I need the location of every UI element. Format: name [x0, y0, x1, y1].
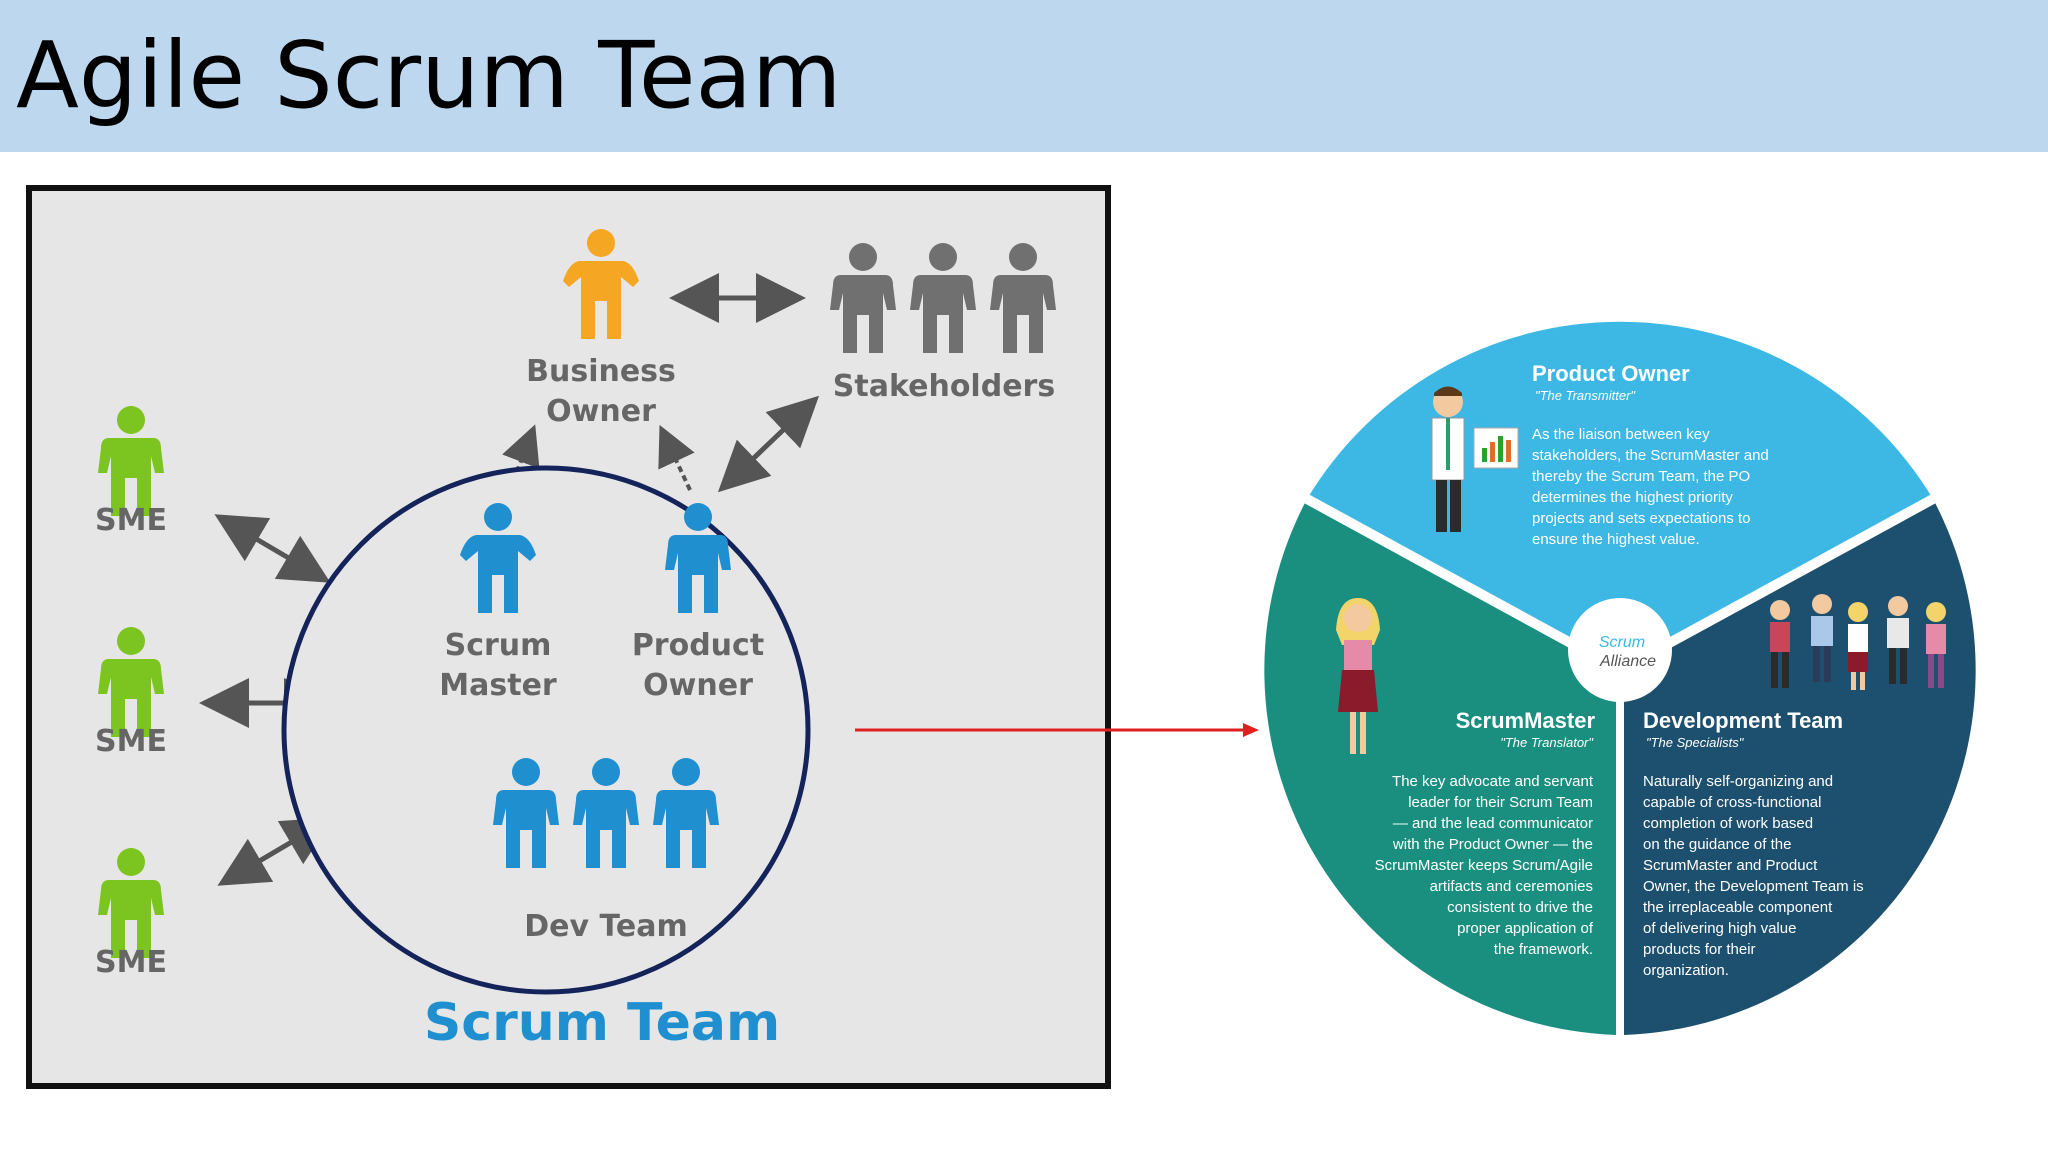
- dt-description: Naturally self-organizing and capable of…: [1643, 773, 1864, 979]
- scrum-master-label-1: Scrum: [445, 628, 552, 663]
- scrum-alliance-logo: [1568, 598, 1672, 702]
- arrow-sme1: [214, 514, 331, 583]
- sm-title: ScrumMaster: [1456, 708, 1596, 733]
- dt-title: Development Team: [1643, 708, 1843, 733]
- dt-line-1: Naturally self-organizing and: [1643, 773, 1833, 790]
- po-line-1: As the liaison between key: [1532, 426, 1710, 443]
- product-owner-label-2: Owner: [643, 668, 753, 703]
- sm-line-9: the framework.: [1494, 941, 1593, 958]
- page-title: Agile Scrum Team: [16, 22, 842, 129]
- scrum-team-diagram: Business Owner Stakeholders SME SME SME …: [26, 185, 1111, 1089]
- sm-line-6: artifacts and ceremonies: [1430, 878, 1593, 895]
- divider-right: [1617, 494, 1936, 675]
- po-subtitle: "The Transmitter": [1535, 388, 1636, 403]
- business-owner-label-2: Owner: [546, 394, 656, 429]
- connector-arrow: [855, 723, 1259, 737]
- dev-team-characters: [1770, 594, 1946, 690]
- dt-line-4: on the guidance of the: [1643, 836, 1791, 853]
- stakeholders-label: Stakeholders: [833, 369, 1055, 404]
- po-line-6: ensure the highest value.: [1532, 531, 1700, 548]
- po-title: Product Owner: [1532, 361, 1690, 386]
- dt-line-2: capable of cross-functional: [1643, 794, 1821, 811]
- sm-line-4: with the Product Owner — the: [1392, 836, 1593, 853]
- sm-line-8: proper application of: [1457, 920, 1594, 937]
- dt-line-10: organization.: [1643, 962, 1729, 979]
- sme-label-3: SME: [95, 945, 167, 980]
- sm-description: The key advocate and servant leader for …: [1375, 773, 1594, 958]
- po-description: As the liaison between key stakeholders,…: [1532, 426, 1769, 548]
- arrow-sme3: [217, 817, 334, 886]
- po-line-4: determines the highest priority: [1532, 489, 1733, 506]
- scrum-roles-wheel: Scrum Alliance Product Owner "The Transm…: [1264, 321, 1976, 1040]
- dt-line-6: Owner, the Development Team is: [1643, 878, 1864, 895]
- arrow-stakeholders-team: [717, 395, 820, 493]
- title-bar: Agile Scrum Team: [0, 0, 2048, 152]
- po-line-2: stakeholders, the ScrumMaster and: [1532, 447, 1769, 464]
- logo-text-2: Alliance: [1599, 653, 1656, 670]
- sme-label-1: SME: [95, 503, 167, 538]
- sm-line-1: The key advocate and servant: [1392, 773, 1594, 790]
- dt-line-8: of delivering high value: [1643, 920, 1796, 937]
- scrum-master-label-2: Master: [439, 668, 557, 703]
- scrum-team-label: Scrum Team: [424, 993, 780, 1053]
- arrow-po-business: [658, 424, 695, 491]
- dt-line-3: completion of work based: [1643, 815, 1813, 832]
- product-owner-character: [1431, 386, 1519, 532]
- po-line-5: projects and sets expectations to: [1532, 510, 1750, 527]
- scrum-master-character: [1336, 598, 1380, 754]
- po-line-3: thereby the Scrum Team, the PO: [1532, 468, 1750, 485]
- business-owner-label-1: Business: [526, 354, 676, 389]
- sm-line-7: consistent to drive the: [1447, 899, 1593, 916]
- dt-subtitle: "The Specialists": [1646, 735, 1745, 750]
- sme-label-2: SME: [95, 724, 167, 759]
- sm-subtitle: "The Translator": [1500, 735, 1594, 750]
- sm-line-3: — and the lead communicator: [1393, 815, 1593, 832]
- logo-text-1: Scrum: [1599, 634, 1645, 651]
- divider-left: [1304, 494, 1623, 675]
- product-owner-label-1: Product: [632, 628, 764, 663]
- dt-line-7: the irreplaceable component: [1643, 899, 1833, 916]
- sm-line-2: leader for their Scrum Team: [1408, 794, 1593, 811]
- dt-line-5: ScrumMaster and Product: [1643, 857, 1818, 874]
- sm-line-5: ScrumMaster keeps Scrum/Agile: [1375, 857, 1593, 874]
- dev-team-label: Dev Team: [524, 909, 688, 944]
- dt-line-9: products for their: [1643, 941, 1756, 958]
